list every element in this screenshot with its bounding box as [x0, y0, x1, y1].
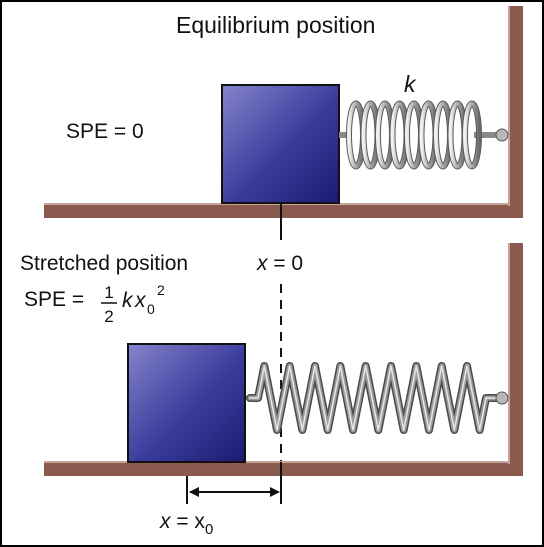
dimension-arrow-right [270, 487, 280, 497]
bottom-spring [246, 362, 500, 434]
top-spring-anchor [495, 128, 509, 142]
bottom-spring-anchor [495, 391, 509, 405]
bottom-spring-shine [249, 365, 497, 431]
top-wall [508, 6, 523, 218]
displacement-dimension: x = x0 [159, 462, 282, 538]
bottom-wall [508, 243, 523, 476]
x-equals-x0-label: x = x0 [159, 510, 213, 538]
spe-x: x [134, 289, 147, 312]
spring-constant-label: k [404, 71, 417, 97]
fraction-numerator: 1 [104, 283, 113, 302]
spe-x-subscript: 0 [147, 301, 155, 317]
bottom-title: Stretched position [20, 252, 188, 275]
top-title: Equilibrium position [176, 12, 375, 38]
spe-prefix: SPE = [24, 288, 84, 311]
top-spe-label: SPE = 0 [66, 120, 144, 143]
fraction-denominator: 2 [104, 307, 113, 326]
stretched-spe-formula: SPE = 1 2 k x 0 2 [24, 282, 165, 326]
bottom-block [127, 343, 246, 463]
x-equals-zero-label: x = 0 [256, 252, 303, 275]
spe-x-exponent: 2 [157, 282, 165, 298]
dimension-arrow-left [189, 487, 199, 497]
bottom-scene: Stretched position SPE = 1 2 k x 0 2 [20, 243, 523, 476]
top-spring [339, 100, 496, 170]
top-spring-coil-highlight [463, 101, 481, 169]
top-block [221, 84, 340, 204]
spe-k: k [122, 289, 134, 312]
